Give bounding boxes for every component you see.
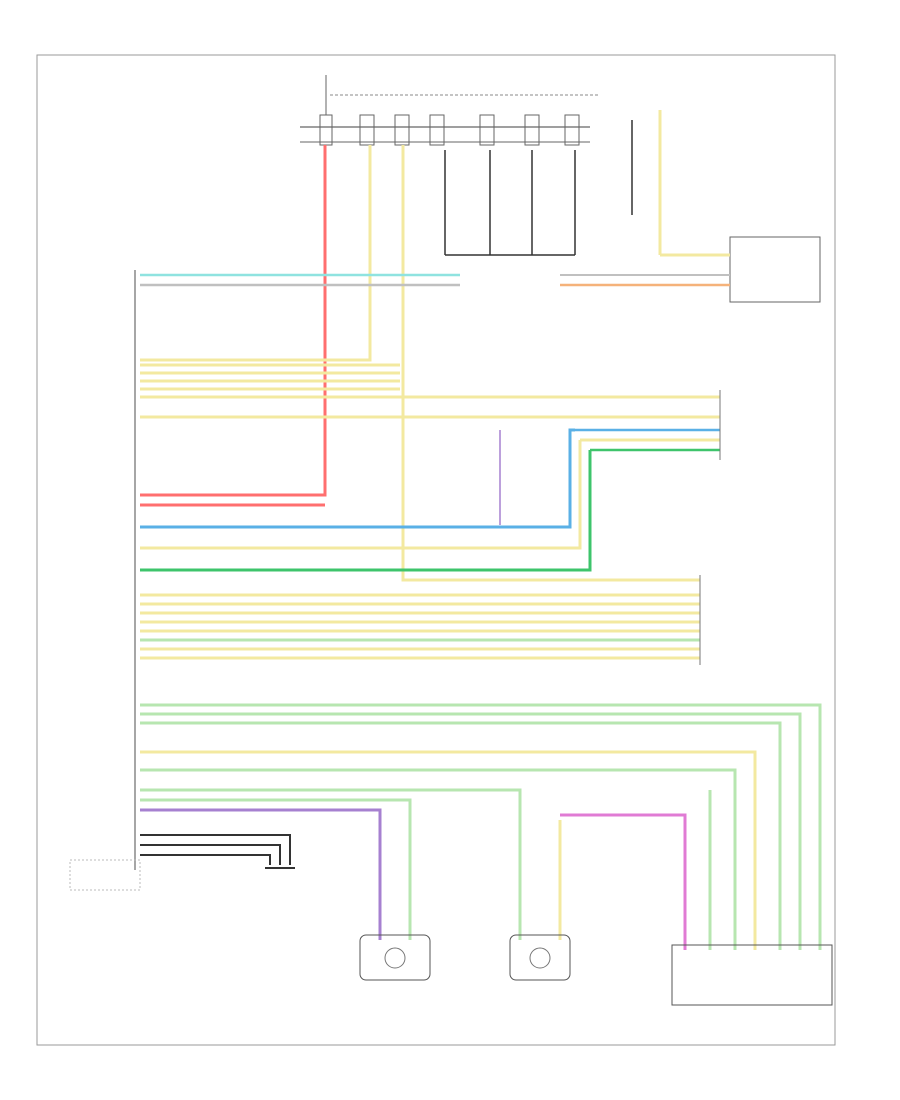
- diagram-frame: [36, 54, 836, 1046]
- range-sensor-rows: [140, 703, 822, 950]
- switch-cluster-mid: [430, 415, 720, 525]
- module-top-right: [729, 236, 821, 303]
- ground-wires: [140, 834, 295, 869]
- solenoid-rows: [140, 593, 700, 660]
- power-feed-wire: [140, 145, 327, 497]
- sensor-ground-wire: [140, 428, 575, 529]
- ign-feed-wire: [140, 145, 372, 362]
- range-sensor-connector: [671, 944, 833, 1006]
- signal-group-1: [140, 363, 720, 419]
- fuse-block-top: [300, 75, 600, 146]
- supply-wire-green: [140, 450, 592, 572]
- pressure-signal-wire: [140, 440, 582, 550]
- ground-drops: [444, 120, 633, 256]
- output-speed-sensor: [359, 934, 431, 981]
- left-module-outline: [69, 859, 141, 891]
- speed-sensor-wires: [140, 788, 712, 950]
- input-speed-sensor: [509, 934, 571, 981]
